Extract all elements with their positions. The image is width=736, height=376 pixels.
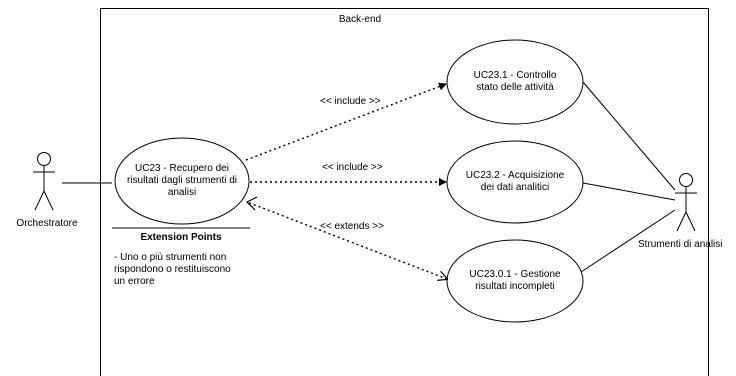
include-relation-1	[245, 82, 447, 161]
extends-label: << extends >>	[320, 221, 384, 232]
uc23-2-label: UC23.2 - Acquisizione dei dati analitici	[465, 170, 565, 193]
extends-arrowhead	[245, 196, 258, 211]
actor-orchestratore-label: Orchestratore	[16, 218, 78, 229]
uc23-1-label: UC23.1 - Controllo stato delle attività	[473, 70, 557, 93]
uc23-0-1-label: UC23.0.1 - Gestione risultati incompleti	[469, 269, 561, 292]
association-strumenti-uc23-1	[582, 81, 676, 191]
association-strumenti-uc23-2	[582, 182, 676, 201]
extension-points-title: Extension Points	[140, 232, 222, 243]
actor-strumenti-label: Strumenti di analisi	[638, 239, 723, 250]
uc23-label: UC23 - Recupero dei risultati dagli stru…	[126, 163, 238, 198]
uc23-2-ellipse	[446, 140, 584, 224]
association-strumenti-uc23-0-1	[577, 209, 676, 275]
system-boundary	[100, 8, 709, 376]
extends-relation	[246, 201, 447, 279]
actor-orchestratore-icon	[33, 152, 55, 211]
extension-points-text: - Uno o più strumenti non rispondono o r…	[114, 252, 231, 287]
system-title: Back-end	[338, 14, 382, 25]
actor-strumenti-icon	[675, 173, 697, 232]
uc23-1-ellipse	[446, 39, 584, 125]
include-label-2: << include >>	[322, 162, 383, 173]
include-label-1: << include >>	[320, 96, 381, 107]
uc23-ellipse	[114, 137, 250, 225]
